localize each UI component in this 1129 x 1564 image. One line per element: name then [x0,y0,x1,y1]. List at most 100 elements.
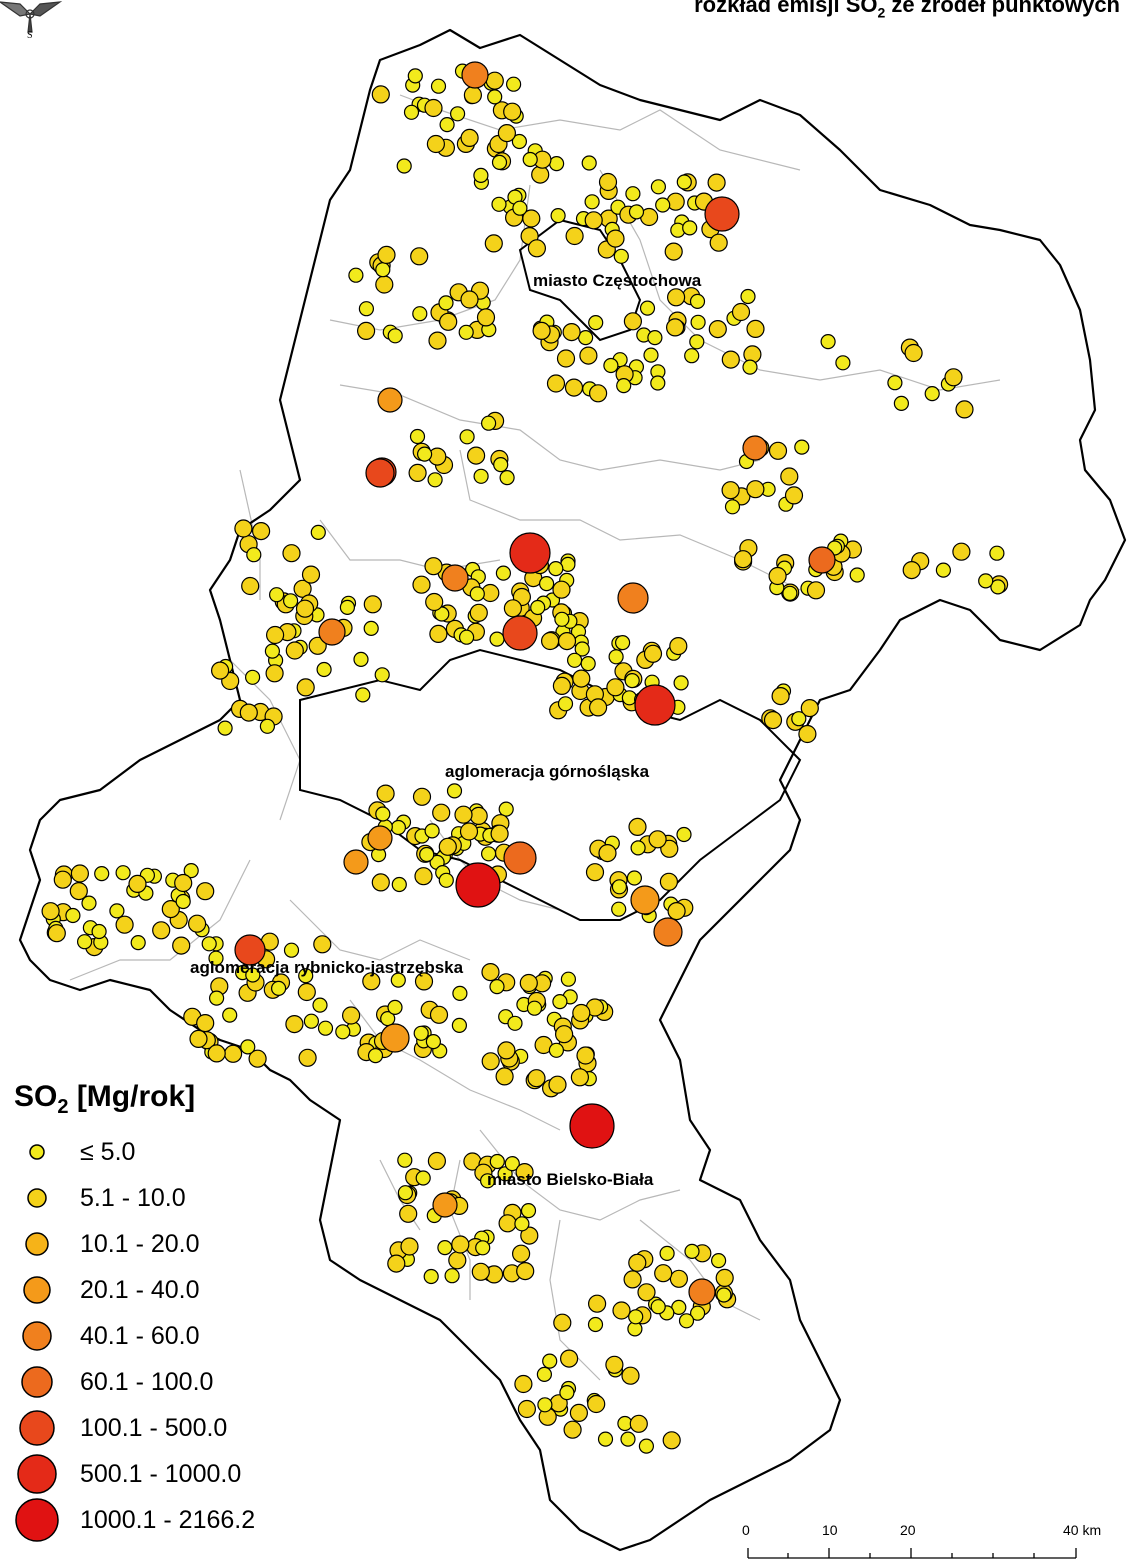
emission-point [746,319,765,338]
emission-point [53,870,72,889]
emission-point [412,787,432,806]
emission-point [904,343,923,363]
emission-point [367,1047,384,1064]
emission-point [643,644,663,663]
emission-point [271,980,287,997]
emission-point [469,586,485,602]
emission-point [606,678,625,697]
legend-item: 5.1 - 10.0 [14,1175,314,1221]
emission-point [598,172,618,192]
emission-point [487,89,503,105]
emission-point [316,661,332,678]
emission-point [175,893,191,910]
emission-point [297,982,316,1002]
emission-point [625,186,641,202]
emission-point [438,837,457,856]
emission-point [564,378,584,397]
emission-point [798,724,817,744]
emission-point [517,1399,537,1419]
emission-point [353,651,369,668]
area-label-bielsko-biala: miasto Bielsko-Biała [487,1170,654,1189]
emission-point [484,234,503,253]
emission-point [955,400,974,419]
emission-point [412,306,428,322]
emission-point [587,1316,604,1333]
emission-point [439,312,458,331]
emission-point [554,1025,574,1044]
legend-title: SO2 [Mg/rok] [14,1080,196,1118]
legend-label: 100.1 - 500.0 [80,1414,228,1442]
emission-point [413,1025,429,1041]
emission-point [655,197,671,213]
emission-point [491,154,508,170]
emission-point [791,711,807,727]
emission-point [459,822,479,841]
emission-point [659,872,679,891]
emission-point [664,242,683,261]
emission-point [248,1049,267,1068]
emission-point [676,174,692,190]
emission-point [424,823,440,839]
emission-point [522,209,541,228]
emission-point [621,1366,640,1385]
emission-point [76,934,93,950]
emission-point [552,676,572,696]
emission-point [606,229,625,248]
emission-point [650,1299,666,1315]
emission-point [623,1270,642,1289]
emission-point-large [634,684,676,726]
emission-point-large [441,564,469,592]
emission-point [522,151,538,168]
emission-point [628,1253,647,1272]
emission-point [301,565,321,584]
emission-point [666,288,686,307]
emission-point [678,1313,695,1329]
emission-point [572,669,591,688]
emission-point [285,641,304,660]
emission-point [196,882,215,901]
emission-point [481,415,497,431]
emission-point [425,1033,441,1050]
emission-point [553,1313,572,1332]
emission-point [616,378,632,394]
emission-point [716,1287,732,1303]
emission-point-large [367,825,393,851]
emission-point [669,636,688,656]
emission-point [565,226,584,246]
emission-point [503,102,522,121]
emission-point [902,560,921,580]
emission-point [887,375,903,391]
emission-point [548,1075,567,1094]
emission-point [650,179,667,195]
emission-point [611,901,627,917]
emission-point [239,703,258,722]
emission-point [240,1039,256,1055]
emission-point [264,643,280,659]
emission-point [481,846,497,862]
emission-point [217,720,233,736]
emission-point [408,463,427,482]
emission-point [371,873,390,892]
emission-point [552,993,568,1010]
emission-point [375,262,391,278]
emission-point [489,631,505,647]
emission-point [451,1017,467,1034]
emission-point [598,843,617,863]
legend-symbol-icon [14,1405,60,1451]
emission-point [423,1268,439,1285]
emission-point [259,718,275,734]
scale-label-10: 10 [822,1522,838,1538]
emission-point [188,914,207,933]
emission-point [527,239,547,258]
emission-point [424,557,443,576]
emission-point-large [742,435,768,461]
emission-point [493,457,509,473]
emission-point [682,220,698,236]
emission-point [463,85,482,105]
emission-point [400,1237,419,1256]
emission-point [626,870,643,886]
emission-point [507,1015,523,1031]
emission-point-large [688,1278,716,1306]
emission-point [339,599,355,616]
emission-point [497,1041,516,1060]
